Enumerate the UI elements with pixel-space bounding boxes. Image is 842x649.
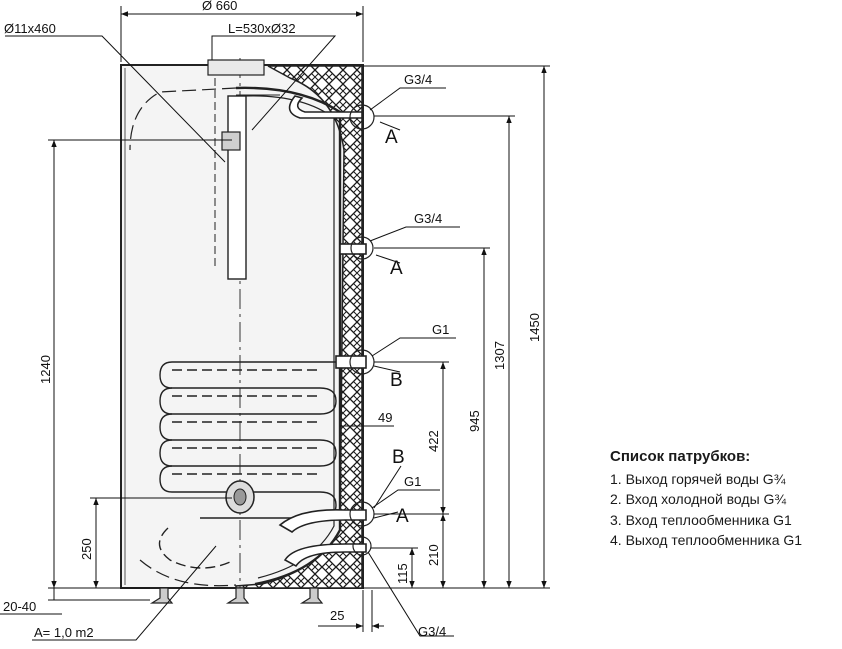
conn-g1-lower: G1 — [404, 474, 421, 489]
dim-210: 210 — [426, 544, 441, 566]
dim-diameter: Ø 660 — [202, 0, 237, 13]
conn-g1-upper: G1 — [432, 322, 449, 337]
detail-mark-a2: A — [390, 258, 403, 279]
dim-25: 25 — [330, 608, 344, 623]
detail-mark-a3: A — [396, 506, 409, 527]
legend-title: Список патрубков: — [610, 448, 751, 465]
inner-vessel — [129, 86, 342, 587]
detail-mark-b2: B — [392, 447, 405, 468]
tank-feet — [149, 587, 324, 604]
conn-g34-top: G3/4 — [404, 72, 432, 87]
legend-item-3: 3. Вход теплообменника G1 — [610, 511, 792, 528]
legend-item-4: 4. Выход теплообменника G1 — [610, 532, 803, 548]
dim-422: 422 — [426, 430, 441, 452]
dim-feet: 20-40 — [3, 599, 36, 614]
conn-g34-mid: G3/4 — [414, 211, 442, 226]
dim-1240: 1240 — [38, 355, 53, 384]
inspection-flange — [225, 480, 255, 514]
conn-g34-bottom: G3/4 — [418, 624, 446, 639]
legend-item-1: 1. Выход горячей воды G¾ — [610, 470, 786, 487]
dim-945: 945 — [467, 410, 482, 432]
dim-rod: Ø11x460 — [4, 21, 56, 36]
dim-49: 49 — [378, 410, 392, 425]
dim-1450: 1450 — [527, 313, 542, 342]
detail-mark-b1: B — [390, 370, 403, 391]
dim-tube: L=530xØ32 — [228, 21, 296, 36]
dim-250: 250 — [79, 538, 94, 560]
detail-mark-a1: A — [385, 127, 398, 148]
dim-area: A= 1,0 m2 — [34, 625, 94, 640]
connection-pipes — [278, 95, 367, 568]
connections-legend: Список патрубков: 1. Выход горячей воды … — [610, 447, 802, 551]
dim-1307: 1307 — [492, 341, 507, 370]
dimension-lines — [0, 6, 550, 641]
legend-item-2: 2. Вход холодной воды G¾ — [610, 491, 787, 507]
dim-115: 115 — [395, 563, 410, 584]
top-tube — [207, 59, 280, 280]
